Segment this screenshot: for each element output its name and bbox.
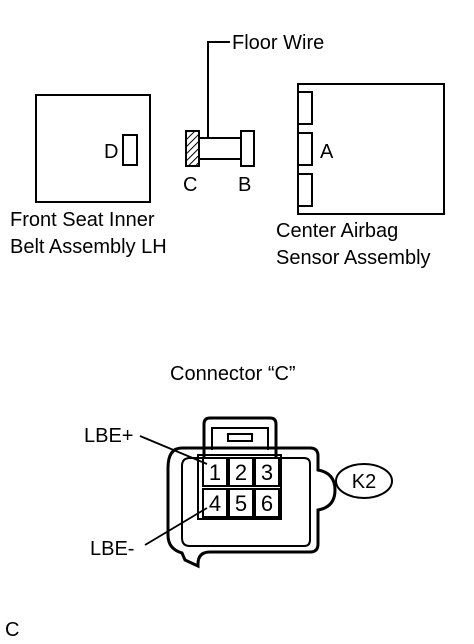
floor-wire-harness bbox=[198, 137, 242, 160]
sensor-socket-bottom bbox=[297, 173, 313, 207]
connector-latch-outer bbox=[202, 416, 278, 458]
connector-c-plug bbox=[185, 130, 200, 167]
pin-cavity-frame bbox=[197, 454, 282, 520]
pin-cell-2 bbox=[228, 457, 254, 487]
connector-code-badge bbox=[335, 463, 393, 499]
pin-number-4: 4 bbox=[209, 491, 221, 516]
pin-number-2: 2 bbox=[235, 460, 247, 485]
connector-d-socket bbox=[122, 134, 138, 166]
front-seat-belt-assembly: D Front Seat Inner Belt Assembly LH bbox=[10, 94, 167, 258]
pin-number-5: 5 bbox=[235, 491, 247, 516]
center-airbag-sensor-assembly: A Center Airbag Sensor Assembly bbox=[276, 83, 445, 269]
floor-wire: Floor Wire C B bbox=[183, 32, 324, 196]
connector-b-plug bbox=[240, 130, 255, 167]
connector-c-title: Connector “C” bbox=[170, 363, 296, 385]
connector-c-face: 1 2 3 4 5 6 bbox=[166, 416, 337, 569]
pin-number-6: 6 bbox=[261, 491, 273, 516]
belt-assembly-body bbox=[35, 94, 151, 203]
pin-cell-4 bbox=[202, 488, 228, 518]
connector-a-label: A bbox=[320, 141, 334, 163]
lbe-minus-leader bbox=[144, 507, 208, 546]
connector-d-label: D bbox=[104, 141, 118, 163]
lbe-plus-leader bbox=[139, 435, 208, 465]
pin-cell-3 bbox=[254, 457, 280, 487]
front-seat-label-line1: Front Seat Inner bbox=[10, 209, 155, 231]
floor-wire-leader bbox=[207, 41, 230, 137]
connector-a-socket bbox=[297, 132, 313, 166]
lbe-plus-label: LBE+ bbox=[84, 425, 133, 447]
connector-housing-outer bbox=[166, 446, 337, 569]
center-airbag-label-line2: Sensor Assembly bbox=[276, 247, 431, 269]
connector-housing-inner bbox=[181, 457, 311, 547]
connector-code-label: K2 bbox=[352, 471, 376, 493]
pin-number-3: 3 bbox=[261, 460, 273, 485]
pin-cell-5 bbox=[228, 488, 254, 518]
connector-c-label: C bbox=[183, 174, 197, 196]
lbe-minus-label: LBE- bbox=[90, 538, 134, 560]
sensor-socket-top bbox=[297, 91, 313, 125]
center-airbag-label-line1: Center Airbag bbox=[276, 220, 398, 242]
front-seat-label-line2: Belt Assembly LH bbox=[10, 236, 167, 258]
pin-number-1: 1 bbox=[209, 460, 221, 485]
connector-b-label: B bbox=[238, 174, 251, 196]
footer-label: C bbox=[5, 619, 19, 641]
pin-cell-6 bbox=[254, 488, 280, 518]
pin-cell-1 bbox=[202, 457, 228, 487]
floor-wire-label: Floor Wire bbox=[232, 32, 324, 54]
connector-latch-inner bbox=[211, 427, 269, 450]
connector-latch-slot bbox=[227, 433, 253, 442]
